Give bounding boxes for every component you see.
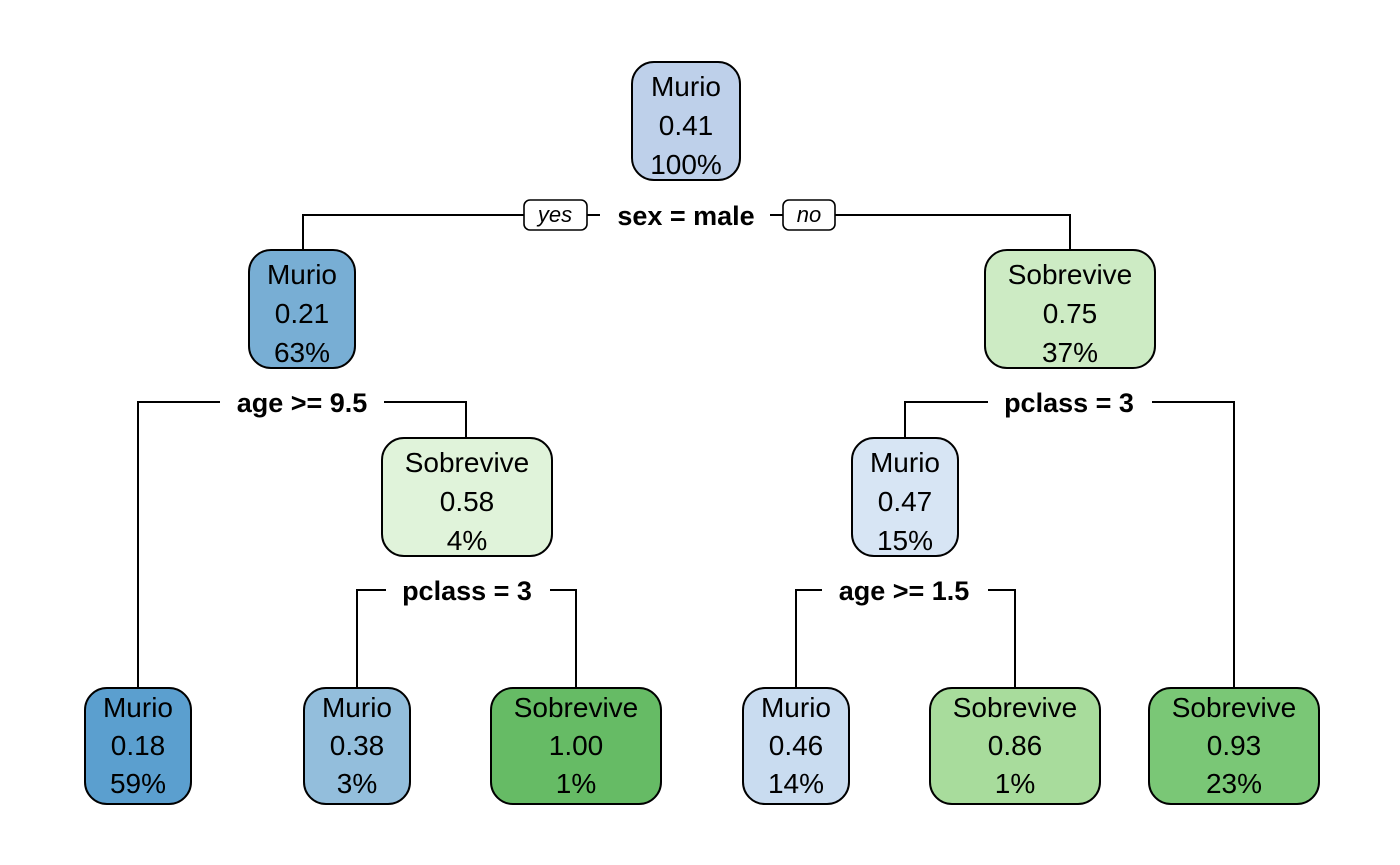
split-label-root: sex = male (617, 201, 754, 231)
node-probability: 0.47 (878, 486, 933, 517)
edge-female-right (1152, 401, 1235, 688)
yes-tag-text: yes (536, 202, 572, 227)
split-label-young-male: pclass = 3 (402, 576, 532, 606)
node-probability: 0.41 (659, 110, 714, 141)
node-male: Murio 0.21 63% (248, 249, 356, 369)
node-leaf-1: Murio 0.18 59% (84, 687, 192, 805)
node-class-label: Sobrevive (1172, 692, 1297, 723)
node-root: Murio 0.41 100% (631, 61, 741, 181)
node-probability: 0.75 (1043, 298, 1098, 329)
node-class-label: Sobrevive (1008, 259, 1133, 290)
node-class-label: Murio (103, 692, 173, 723)
node-percent: 37% (1042, 337, 1098, 368)
edge-female-left (904, 401, 988, 438)
node-class-label: Murio (322, 692, 392, 723)
node-class-label: Murio (761, 692, 831, 723)
node-percent: 23% (1206, 768, 1262, 799)
node-class-label: Sobrevive (514, 692, 639, 723)
split-label-female-3rd: age >= 1.5 (839, 576, 970, 606)
node-probability: 0.38 (330, 730, 385, 761)
node-percent: 100% (650, 149, 722, 180)
node-leaf-6: Sobrevive 0.93 23% (1148, 687, 1320, 805)
edge-female3rd-left (795, 589, 822, 688)
node-leaf-5: Sobrevive 0.86 1% (929, 687, 1101, 805)
node-percent: 4% (447, 525, 487, 556)
node-leaf-4: Murio 0.46 14% (742, 687, 850, 805)
node-class-label: Murio (870, 447, 940, 478)
node-probability: 0.93 (1207, 730, 1262, 761)
edge-male-left (137, 401, 220, 688)
node-female-3rd: Murio 0.47 15% (851, 437, 959, 557)
edge-youngmale-left (356, 589, 386, 688)
edge-female3rd-right (988, 589, 1016, 688)
node-probability: 0.21 (275, 298, 330, 329)
split-label-male: age >= 9.5 (237, 388, 368, 418)
edge-root-left (302, 214, 525, 250)
node-percent: 1% (995, 768, 1035, 799)
node-probability: 1.00 (549, 730, 604, 761)
split-label-female: pclass = 3 (1004, 388, 1134, 418)
node-percent: 3% (337, 768, 377, 799)
node-young-male: Sobrevive 0.58 4% (381, 437, 553, 557)
edge-male-right (384, 401, 467, 438)
node-probability: 0.46 (769, 730, 824, 761)
edge-youngmale-right (550, 589, 577, 688)
node-probability: 0.18 (111, 730, 166, 761)
tree-edges (137, 214, 1235, 688)
node-probability: 0.86 (988, 730, 1043, 761)
node-female: Sobrevive 0.75 37% (984, 249, 1156, 369)
node-leaf-3: Sobrevive 1.00 1% (490, 687, 662, 805)
node-percent: 59% (110, 768, 166, 799)
node-leaf-2: Murio 0.38 3% (303, 687, 411, 805)
edge-root-right (835, 214, 1071, 250)
node-class-label: Sobrevive (953, 692, 1078, 723)
node-percent: 15% (877, 525, 933, 556)
node-probability: 0.58 (440, 486, 495, 517)
node-class-label: Murio (267, 259, 337, 290)
node-class-label: Sobrevive (405, 447, 530, 478)
node-percent: 63% (274, 337, 330, 368)
node-percent: 1% (556, 768, 596, 799)
node-class-label: Murio (651, 71, 721, 102)
yes-tag: yes (523, 199, 588, 231)
no-tag: no (782, 199, 836, 231)
node-percent: 14% (768, 768, 824, 799)
no-tag-text: no (797, 202, 821, 227)
